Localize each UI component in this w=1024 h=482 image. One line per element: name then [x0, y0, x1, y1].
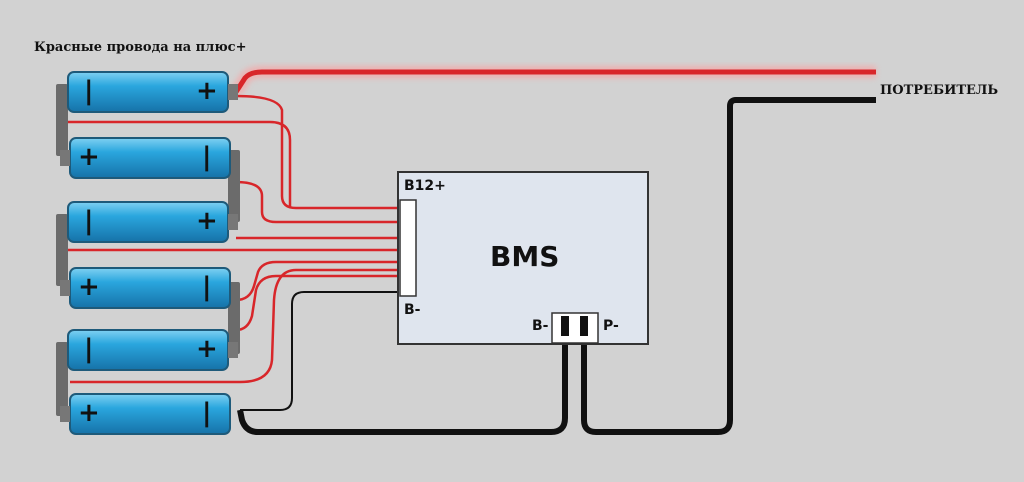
battery-negative-wire[interactable]: [237, 322, 568, 435]
balance-wire-2[interactable]: [60, 120, 292, 208]
battery-cell-5: [67, 329, 238, 371]
battery-cell-4: [60, 267, 231, 309]
cell-1-left-sign: |: [84, 76, 94, 106]
output-connector[interactable]: [551, 312, 599, 344]
cell-link-left-1: [56, 84, 68, 156]
balance-wire-8[interactable]: [70, 268, 400, 384]
consumer-negative-wire[interactable]: [581, 97, 876, 435]
balance-wire-3[interactable]: [235, 180, 400, 224]
bms-pin-b12-plus: B12+: [404, 178, 446, 194]
cell-3-right-sign: +: [196, 206, 218, 236]
p-minus-terminal[interactable]: [580, 316, 588, 336]
cell-4-left-sign: +: [78, 272, 100, 302]
cell-1-right-sign: +: [196, 76, 218, 106]
cell-link-left-3: [56, 342, 68, 416]
cell-6-left-sign: +: [78, 398, 100, 428]
bms-pin-b-minus-left: B-: [404, 302, 421, 318]
balance-wire-7[interactable]: [235, 274, 400, 332]
balance-connector[interactable]: [399, 199, 417, 297]
bms-title: BMS: [490, 240, 560, 273]
cell-5-left-sign: |: [84, 334, 94, 364]
positive-main-wire[interactable]: [233, 69, 876, 94]
positive-wire-glow: [230, 66, 876, 96]
battery-cell-2: [60, 137, 231, 179]
bms-board[interactable]: [397, 171, 649, 345]
cell-5-right-sign: +: [196, 334, 218, 364]
cell-link-left-2: [56, 214, 68, 286]
cell-4-right-sign: |: [202, 272, 212, 302]
b-minus-terminal[interactable]: [561, 316, 569, 336]
battery-cell-6: [60, 393, 231, 435]
red-wires-note: Красные провода на плюс+: [34, 40, 247, 55]
cell-3-left-sign: |: [84, 206, 94, 236]
cell-6-right-sign: |: [202, 398, 212, 428]
balance-wire-6[interactable]: [235, 260, 400, 302]
cell-2-left-sign: +: [78, 142, 100, 172]
bms-pin-b-minus: B-: [532, 318, 549, 334]
b-minus-sense-wire[interactable]: [240, 291, 400, 411]
battery-cell-1: [67, 71, 238, 113]
battery-cell-3: [67, 201, 238, 243]
bms-pin-p-minus: P-: [603, 318, 619, 334]
consumer-label: ПОТРЕБИТЕЛЬ: [880, 83, 999, 98]
cell-2-right-sign: |: [202, 142, 212, 172]
